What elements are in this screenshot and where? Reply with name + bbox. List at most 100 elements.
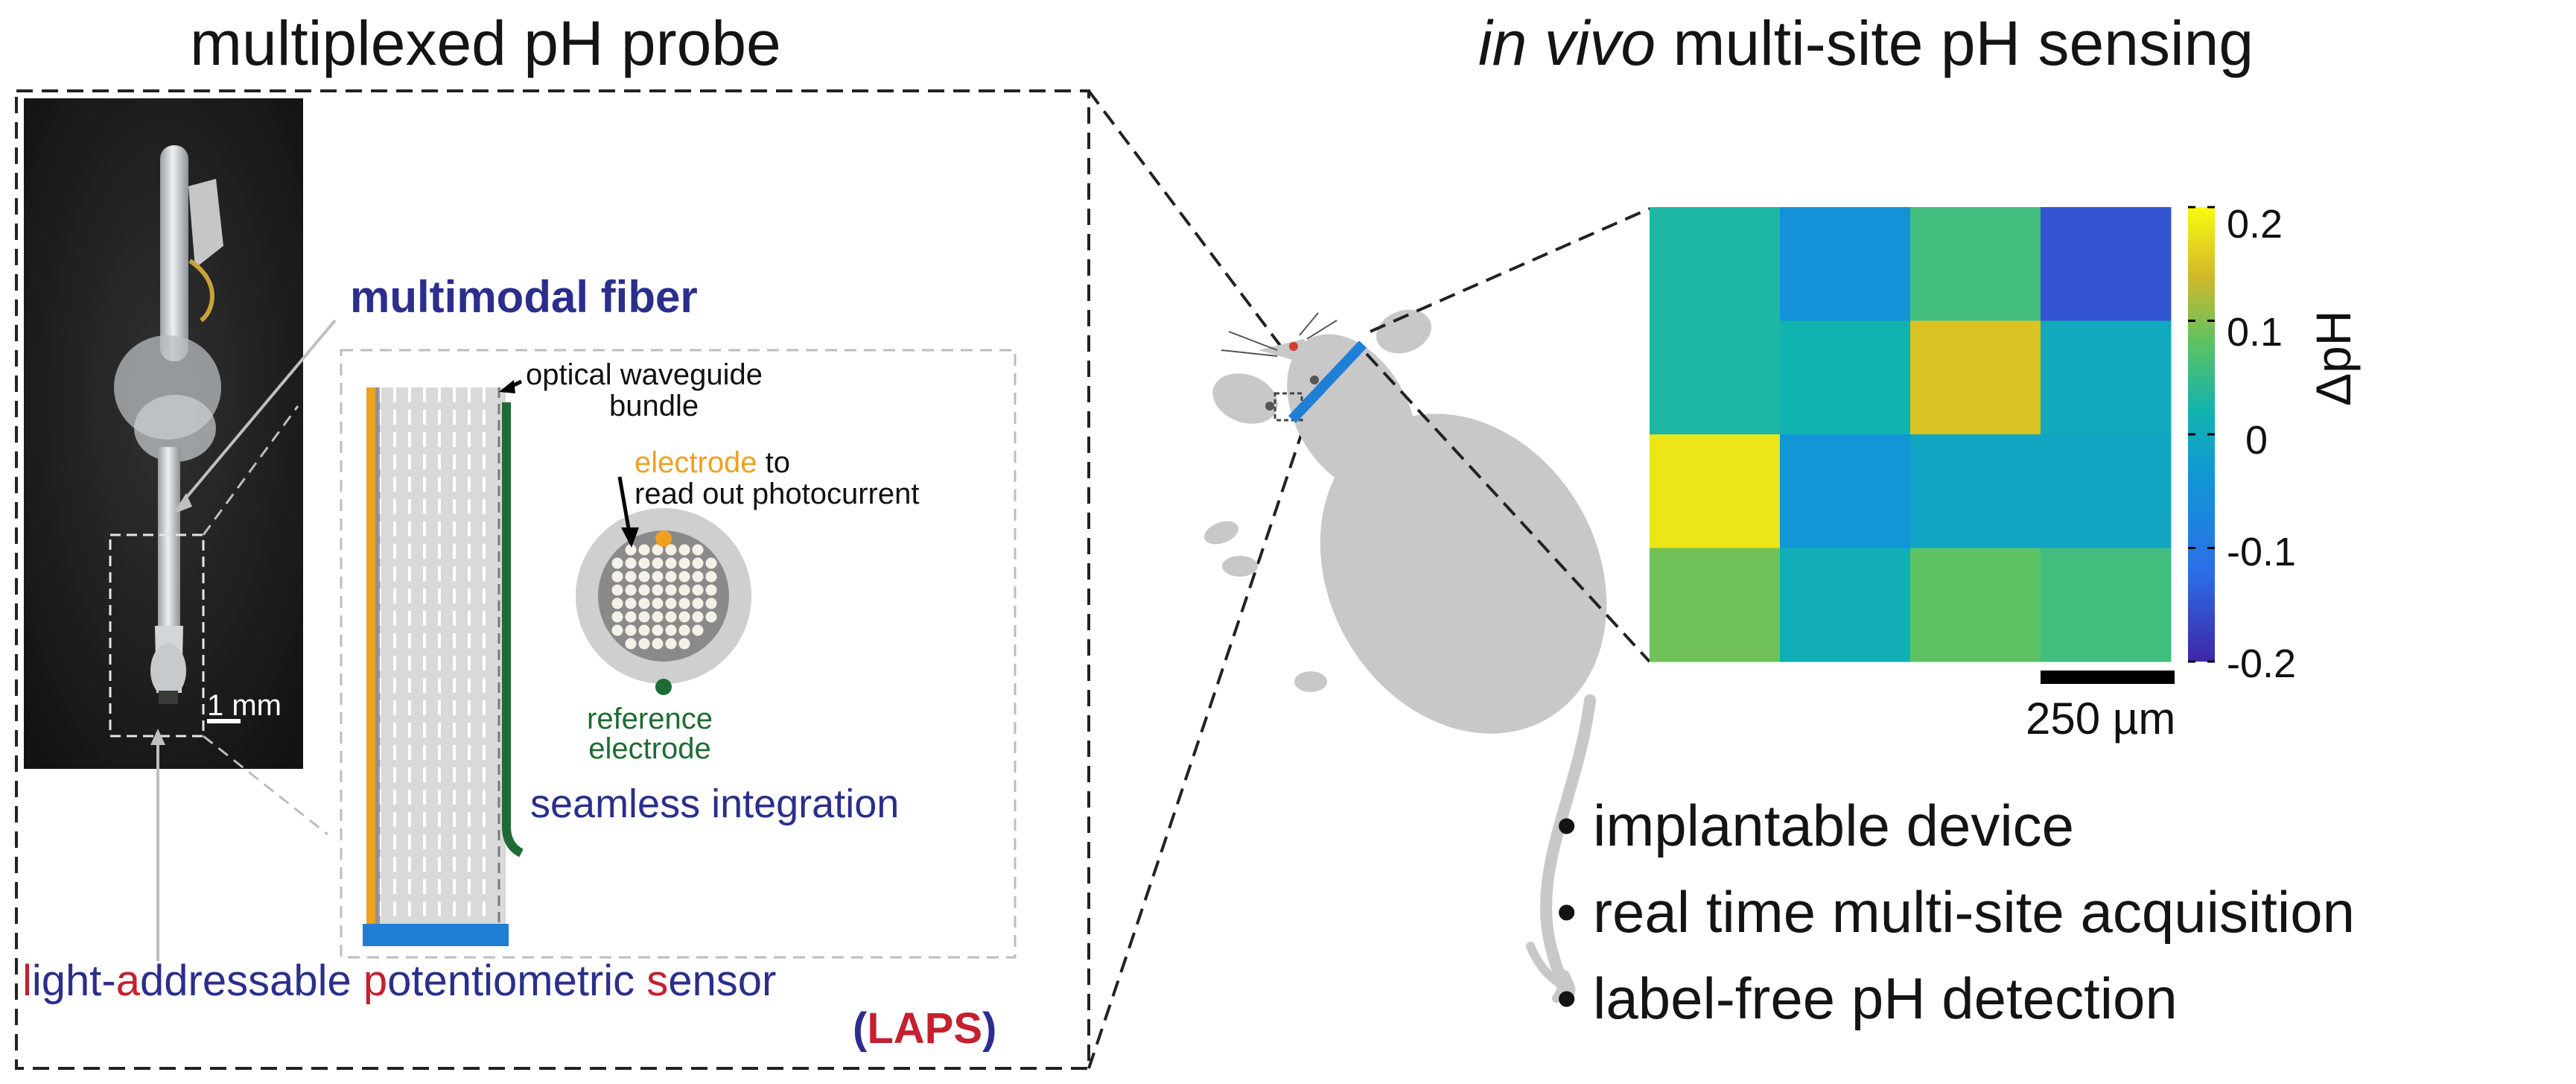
colorbar-tick: 0.1 xyxy=(2227,310,2283,355)
laps-abbreviation: (LAPS) xyxy=(853,1004,996,1053)
laps-text-part: otentiometric xyxy=(387,957,647,1005)
heatmap-scale-bar xyxy=(2041,671,2175,684)
colorbar-tick: 0.2 xyxy=(2227,202,2283,247)
waveguide-core xyxy=(652,638,664,650)
waveguide-core xyxy=(692,611,704,623)
waveguide-core xyxy=(638,557,650,569)
waveguide-core xyxy=(692,557,704,569)
waveguide-core xyxy=(705,584,717,596)
waveguide-core xyxy=(692,584,704,596)
left-title: multiplexed pH probe xyxy=(190,8,781,78)
waveguide-core xyxy=(638,611,650,623)
heatmap-cell xyxy=(1780,320,1911,435)
bullet-item: • real time multi-site acquisition xyxy=(1556,879,2356,945)
colorbar-label: ΔpH xyxy=(2306,310,2361,406)
fiber-cross-section xyxy=(576,508,751,695)
waveguide-core xyxy=(638,624,650,636)
waveguide-core xyxy=(692,598,704,609)
waveguide-core xyxy=(652,611,664,623)
photo-scale-label: 1 mm xyxy=(207,689,282,722)
heatmap-cell xyxy=(1650,320,1781,435)
electrode-label-line2: read out photocurrent xyxy=(635,478,920,510)
colorbar-tick: -0.2 xyxy=(2227,641,2297,686)
waveguide-core xyxy=(678,624,690,636)
waveguide-core xyxy=(638,638,650,650)
waveguide-core xyxy=(611,598,623,609)
laps-text-part: s xyxy=(646,957,669,1005)
waveguide-core xyxy=(638,571,650,583)
heatmap-cell xyxy=(1910,434,2041,548)
heatmap-cell xyxy=(1780,207,1911,321)
waveguide-core xyxy=(638,544,650,556)
waveguide-core xyxy=(611,624,623,636)
waveguide-core xyxy=(705,571,717,583)
probe-panel-frame xyxy=(15,89,1090,1070)
heatmap-cell xyxy=(1910,320,2041,435)
heatmap-cell xyxy=(1780,548,1911,662)
right-title-rest: multi-site pH sensing xyxy=(1656,8,2254,78)
laps-paren-open: ( xyxy=(853,1004,868,1053)
waveguide-core xyxy=(665,557,677,569)
heatmap-cell xyxy=(1910,548,2041,662)
waveguide-core xyxy=(678,557,690,569)
waveguide-core xyxy=(705,557,717,569)
bullet-item: • label-free pH detection xyxy=(1556,966,2178,1031)
scale-bar-label: 250 µm xyxy=(2026,694,2176,744)
reference-electrode-label: reference electrode xyxy=(587,704,713,764)
schematic-panel xyxy=(340,349,1017,959)
waveguide-core xyxy=(638,584,650,596)
bullet-item: • implantable device xyxy=(1556,793,2075,858)
heatmap-cell xyxy=(1650,434,1781,548)
heatmap-cell xyxy=(1650,548,1781,662)
waveguide-core xyxy=(665,584,677,596)
fiber-pointer xyxy=(177,319,337,508)
waveguide-core xyxy=(652,544,664,556)
implanted-probe xyxy=(1288,340,1367,423)
waveguide-core xyxy=(705,598,717,609)
waveguide-label-line2: bundle xyxy=(609,390,699,422)
electrode-to: to xyxy=(757,446,791,479)
right-title-italic: in vivo xyxy=(1478,8,1656,78)
reference-line1: reference xyxy=(587,703,713,735)
electrode-label: electrode to read out photocurrent xyxy=(635,447,919,510)
waveguide-label: optical waveguide bundle xyxy=(526,359,763,422)
heatmap-cell xyxy=(2041,548,2172,662)
laps-text-part: ight- xyxy=(31,957,116,1005)
mouse-illustration xyxy=(1203,309,1607,1003)
laps-text-part: p xyxy=(363,957,388,1005)
heatmap-cell xyxy=(1910,207,2041,321)
laps-abbr: LAPS xyxy=(867,1004,983,1053)
heatmap-cell xyxy=(1780,434,1911,548)
heatmap-cell xyxy=(2041,320,2172,435)
waveguide-core xyxy=(625,584,637,596)
waveguide-core xyxy=(692,624,704,636)
waveguide-core xyxy=(611,584,623,596)
waveguide-core xyxy=(625,557,637,569)
colorbar-tick: -0.1 xyxy=(2227,530,2297,574)
waveguide-core xyxy=(652,557,664,569)
waveguide-core xyxy=(665,544,677,556)
heatmap-cell xyxy=(2041,434,2172,548)
probe-photo xyxy=(24,98,303,769)
heatmap-cell xyxy=(2041,207,2172,321)
laps-paren-close: ) xyxy=(982,1004,997,1053)
fiber-schematic xyxy=(363,387,524,946)
waveguide-core xyxy=(665,598,677,609)
waveguide-core xyxy=(678,638,690,650)
waveguide-core xyxy=(692,544,704,556)
waveguide-core xyxy=(611,611,623,623)
bullet-list: • implantable device • real time multi-s… xyxy=(1556,782,2355,1042)
waveguide-core xyxy=(652,624,664,636)
integration-label: seamless integration xyxy=(530,782,900,826)
waveguide-core xyxy=(678,584,690,596)
waveguide-core xyxy=(625,638,637,650)
waveguide-core xyxy=(665,571,677,583)
waveguide-core xyxy=(625,544,637,556)
waveguide-core xyxy=(638,598,650,609)
waveguide-core xyxy=(652,571,664,583)
waveguide-core xyxy=(665,624,677,636)
laps-text-part: a xyxy=(115,957,140,1005)
waveguide-core xyxy=(678,598,690,609)
waveguide-core xyxy=(665,611,677,623)
